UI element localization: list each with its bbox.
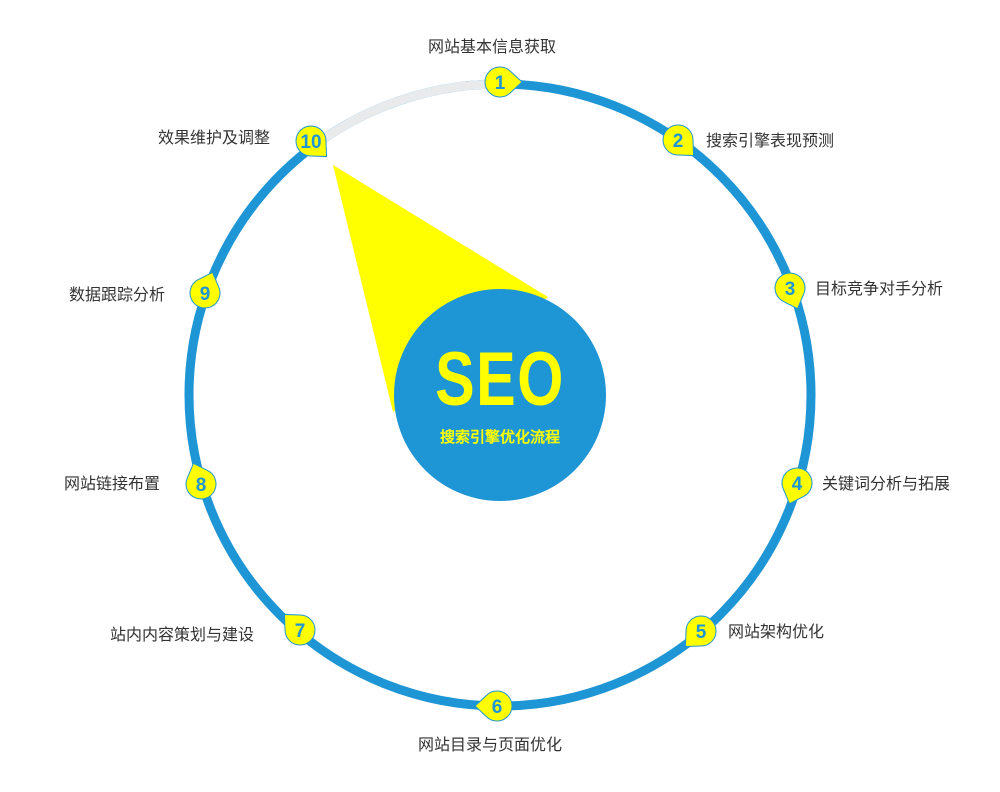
- step-marker-10: 10: [295, 125, 328, 158]
- step-number: 3: [785, 279, 796, 300]
- center-title: SEO: [435, 337, 565, 422]
- step-label-9: 数据跟踪分析: [69, 285, 166, 304]
- teardrop-marker-icon: [185, 462, 217, 500]
- step-marker-5: 5: [684, 615, 717, 648]
- step-label-8: 网站链接布置: [64, 474, 161, 493]
- step-marker-9: 9: [189, 271, 221, 309]
- center-subtitle: 搜索引擎优化流程: [439, 428, 560, 446]
- step-marker-3: 3: [774, 272, 806, 310]
- step-number: 7: [295, 621, 306, 642]
- highlight-wedge: [333, 165, 548, 412]
- step-label-2: 搜索引擎表现预测: [706, 131, 835, 150]
- step-marker-8: 8: [185, 462, 217, 500]
- step-number: 9: [200, 284, 211, 305]
- teardrop-marker-icon: [295, 125, 328, 158]
- step-marker-4: 4: [781, 467, 813, 505]
- step-marker-6: 6: [474, 690, 513, 722]
- step-label-6: 网站目录与页面优化: [418, 735, 563, 754]
- step-label-10: 效果维护及调整: [158, 128, 271, 147]
- step-label-3: 目标竞争对手分析: [815, 279, 944, 298]
- teardrop-marker-icon: [474, 690, 513, 722]
- step-label-7: 站内内容策划与建设: [110, 625, 255, 644]
- step-number: 1: [495, 73, 506, 94]
- step-marker-7: 7: [283, 613, 316, 646]
- teardrop-marker-icon: [283, 613, 316, 646]
- step-number: 8: [196, 475, 207, 496]
- step-marker-1: 1: [484, 66, 523, 98]
- step-label-4: 关键词分析与拓展: [822, 474, 951, 493]
- inactive-ring-segment: [311, 79, 501, 150]
- step-number: 10: [300, 132, 321, 153]
- step-marker-2: 2: [662, 124, 695, 157]
- step-number: 6: [492, 697, 503, 718]
- teardrop-marker-icon: [684, 615, 717, 648]
- step-label-5: 网站架构优化: [728, 622, 825, 641]
- teardrop-marker-icon: [781, 467, 813, 505]
- teardrop-marker-icon: [662, 124, 695, 157]
- step-number: 2: [673, 131, 684, 152]
- step-label-1: 网站基本信息获取: [428, 37, 557, 56]
- teardrop-marker-icon: [774, 272, 806, 310]
- step-number: 4: [792, 474, 803, 495]
- center-circle: [394, 289, 606, 501]
- teardrop-marker-icon: [189, 271, 221, 309]
- step-number: 5: [696, 622, 707, 643]
- teardrop-marker-icon: [484, 66, 523, 98]
